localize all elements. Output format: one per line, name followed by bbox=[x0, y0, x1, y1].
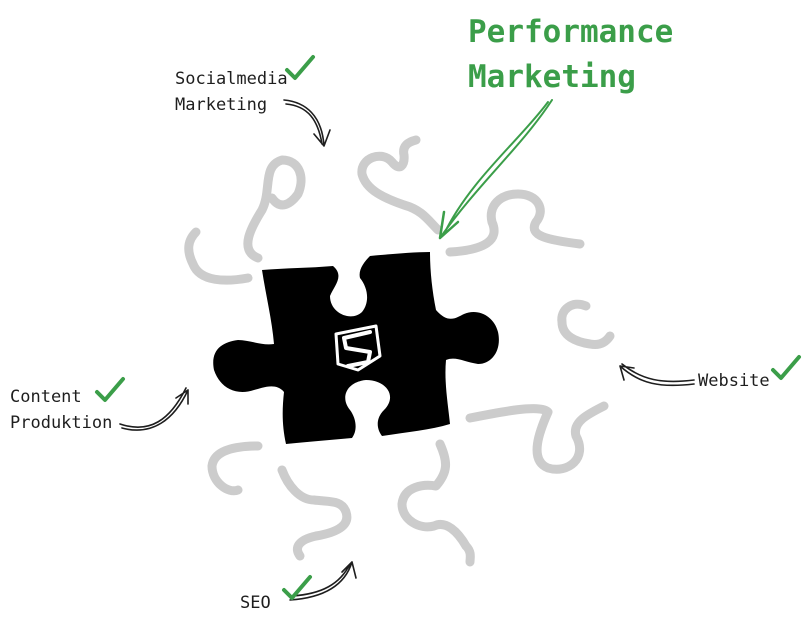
website-arrow-icon bbox=[619, 363, 695, 387]
content-arrow-icon bbox=[119, 387, 189, 431]
logo-s-stroke bbox=[342, 330, 372, 368]
content-label-line-1: Content bbox=[10, 387, 82, 407]
performance-arrow-shaft bbox=[439, 99, 553, 239]
gray-outline-top-left bbox=[243, 155, 306, 263]
gray-outline-top-right bbox=[445, 189, 585, 257]
website-label-text: Website bbox=[698, 371, 770, 391]
social-label-line-2: Marketing bbox=[175, 95, 268, 115]
check-icon bbox=[95, 377, 125, 402]
performance-arrow-icon bbox=[438, 99, 553, 240]
seo-arrow-icon bbox=[289, 561, 357, 601]
content-label-line-2: Produktion bbox=[10, 413, 113, 433]
shield-s-logo-icon bbox=[334, 324, 382, 372]
check-icon bbox=[285, 55, 315, 80]
gray-outline-top bbox=[357, 135, 443, 235]
gray-puzzle-outlines bbox=[184, 135, 615, 567]
title-line-1: Performance bbox=[468, 14, 674, 50]
gray-outline-right bbox=[557, 299, 615, 349]
gray-outline-bottom-right bbox=[465, 401, 609, 474]
social-arrow-icon bbox=[283, 99, 331, 147]
performance-arrow-head bbox=[438, 210, 460, 240]
title-line-2: Marketing bbox=[468, 59, 636, 95]
label-arrows bbox=[119, 99, 695, 601]
label-content-produktion: Content Produktion bbox=[10, 384, 112, 436]
label-website: Website bbox=[698, 368, 770, 394]
gray-outline-left bbox=[184, 227, 253, 285]
gray-outline-bottom-left bbox=[207, 441, 352, 561]
seo-label-text: SEO bbox=[240, 593, 271, 613]
gray-outline-bottom bbox=[397, 439, 475, 567]
label-socialmedia-marketing: Socialmedia Marketing bbox=[175, 66, 288, 118]
check-icon bbox=[771, 355, 801, 380]
check-icon bbox=[282, 575, 312, 600]
performance-marketing-title: Performance Marketing bbox=[468, 10, 673, 100]
social-label-line-1: Socialmedia bbox=[175, 69, 288, 89]
label-seo: SEO bbox=[240, 590, 271, 616]
